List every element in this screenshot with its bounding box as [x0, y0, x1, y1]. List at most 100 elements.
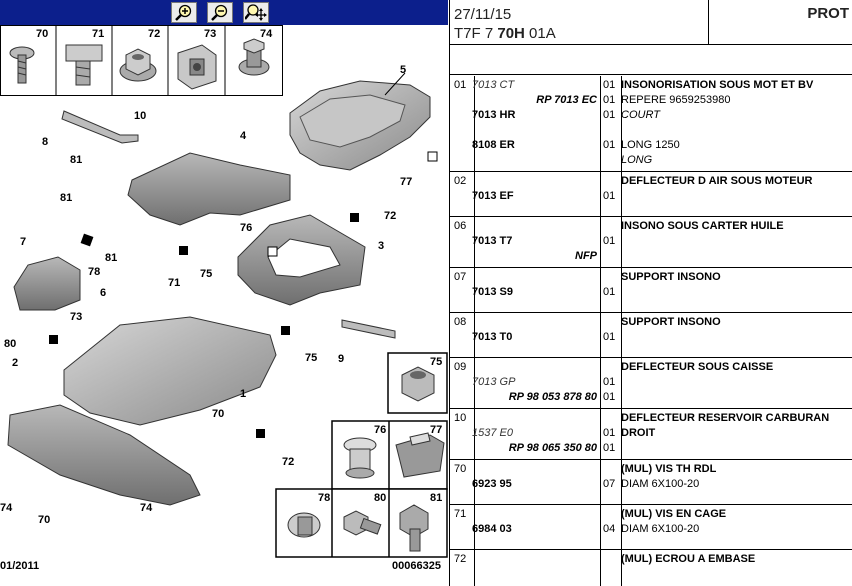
- part-quantity: 07: [603, 478, 616, 490]
- svg-text:72: 72: [282, 456, 294, 468]
- diagram-toolbar: [0, 0, 448, 25]
- part-reference[interactable]: 6984 03: [472, 523, 512, 535]
- svg-text:10: 10: [134, 110, 146, 122]
- zoom-in-button[interactable]: [171, 2, 197, 23]
- part-quantity: 01: [603, 286, 616, 298]
- part-reference[interactable]: 7013 T0: [472, 331, 513, 343]
- screw-78-icon: [287, 512, 321, 538]
- part-quantity: 01: [603, 376, 616, 388]
- screw-74-icon: [238, 38, 270, 76]
- part-reference[interactable]: 8108 ER: [472, 139, 515, 151]
- svg-text:75: 75: [305, 352, 317, 364]
- zoom-out-button[interactable]: [207, 2, 233, 23]
- svg-text:70: 70: [36, 28, 48, 40]
- svg-text:76: 76: [240, 222, 252, 234]
- row-number: 09: [450, 358, 475, 408]
- zoom-pan-icon: [245, 4, 267, 21]
- row-number: 70: [450, 460, 475, 504]
- svg-text:81: 81: [430, 492, 442, 504]
- nut-72-icon: [119, 48, 157, 82]
- zoom-in-icon: [175, 4, 192, 21]
- part-quantity: 01: [603, 427, 616, 439]
- replacement-reference[interactable]: RP 98 053 878 80: [508, 391, 597, 403]
- svg-text:72: 72: [148, 28, 160, 40]
- diagram-pane: 70 71 72 73 74: [0, 0, 448, 572]
- part-description: (MUL) ECROU A EMBASE: [621, 553, 756, 565]
- part-reference[interactable]: 6923 95: [472, 478, 512, 490]
- svg-text:75: 75: [430, 356, 442, 368]
- svg-text:75: 75: [200, 268, 212, 280]
- svg-text:74: 74: [260, 28, 273, 40]
- part-5-shield: [289, 72, 431, 171]
- part-reference[interactable]: 7013 T7: [472, 235, 513, 247]
- part-3-frame: [237, 214, 366, 306]
- part-reference[interactable]: 7013 CT: [472, 79, 515, 91]
- svg-text:70: 70: [38, 514, 50, 526]
- clip-77-icon: [395, 432, 445, 478]
- svg-text:7: 7: [20, 236, 26, 248]
- svg-text:3: 3: [378, 240, 384, 252]
- part-quantity: 04: [603, 523, 616, 535]
- svg-text:6: 6: [100, 287, 106, 299]
- nut-75-icon: [401, 366, 435, 402]
- diagram-date: 01/2011: [0, 560, 39, 572]
- screw-70-icon: [9, 46, 35, 84]
- svg-text:80: 80: [4, 338, 16, 350]
- svg-text:72: 72: [384, 210, 396, 222]
- part-reference[interactable]: 7013 EF: [472, 190, 514, 202]
- zoom-pan-button[interactable]: [243, 2, 269, 23]
- svg-text:1: 1: [240, 388, 246, 400]
- part-quantity: 01: [603, 442, 616, 454]
- clip-76-icon: [343, 437, 377, 479]
- table-row[interactable]: 72 (MUL) ECROU A EMBASE: [450, 550, 852, 586]
- svg-text:74: 74: [140, 502, 153, 514]
- cage-nut-73-icon: [177, 44, 217, 90]
- part-description: COURT: [621, 109, 660, 121]
- replacement-reference[interactable]: RP 7013 EC: [536, 94, 597, 106]
- part-description: LONG 1250: [621, 139, 680, 151]
- row-number: 01: [450, 76, 475, 171]
- svg-text:78: 78: [88, 266, 100, 278]
- qty-column: [600, 460, 622, 504]
- screw-80-icon: [343, 510, 382, 536]
- svg-text:80: 80: [374, 492, 386, 504]
- part-reference[interactable]: 7013 GP: [472, 376, 516, 388]
- part-1-shield: [63, 316, 277, 426]
- svg-text:77: 77: [430, 424, 442, 436]
- svg-text:73: 73: [70, 311, 82, 323]
- replacement-reference[interactable]: RP 98 065 350 80: [508, 442, 597, 454]
- svg-text:78: 78: [318, 492, 330, 504]
- svg-text:81: 81: [60, 192, 72, 204]
- part-description: (MUL) VIS TH RDL: [621, 463, 717, 475]
- diagram-reference: 00066325: [392, 560, 441, 572]
- svg-text:74: 74: [0, 502, 13, 514]
- qty-column: [600, 358, 622, 408]
- replacement-reference[interactable]: NFP: [575, 250, 597, 262]
- header-title: PROT: [807, 5, 849, 22]
- qty-column: [600, 550, 622, 586]
- part-quantity: 01: [603, 235, 616, 247]
- part-reference[interactable]: 1537 E0: [472, 427, 513, 439]
- qty-column: [600, 172, 622, 216]
- part-quantity: 01: [603, 391, 616, 403]
- row-number: 07: [450, 268, 475, 312]
- header-date: 27/11/15: [454, 6, 512, 23]
- part-quantity: 01: [603, 94, 616, 106]
- header-code: T7F 7 70H 01A: [454, 25, 556, 42]
- svg-text:4: 4: [240, 130, 247, 142]
- part-reference[interactable]: 7013 S9: [472, 286, 513, 298]
- part-reference[interactable]: 7013 HR: [472, 109, 516, 121]
- row-number: 72: [450, 550, 475, 586]
- svg-text:71: 71: [92, 28, 104, 40]
- part-quantity: 01: [603, 331, 616, 343]
- callout-labels: 5 10 8 81 4 81 77 72 76 3 7 78 81 75 71 …: [0, 64, 412, 526]
